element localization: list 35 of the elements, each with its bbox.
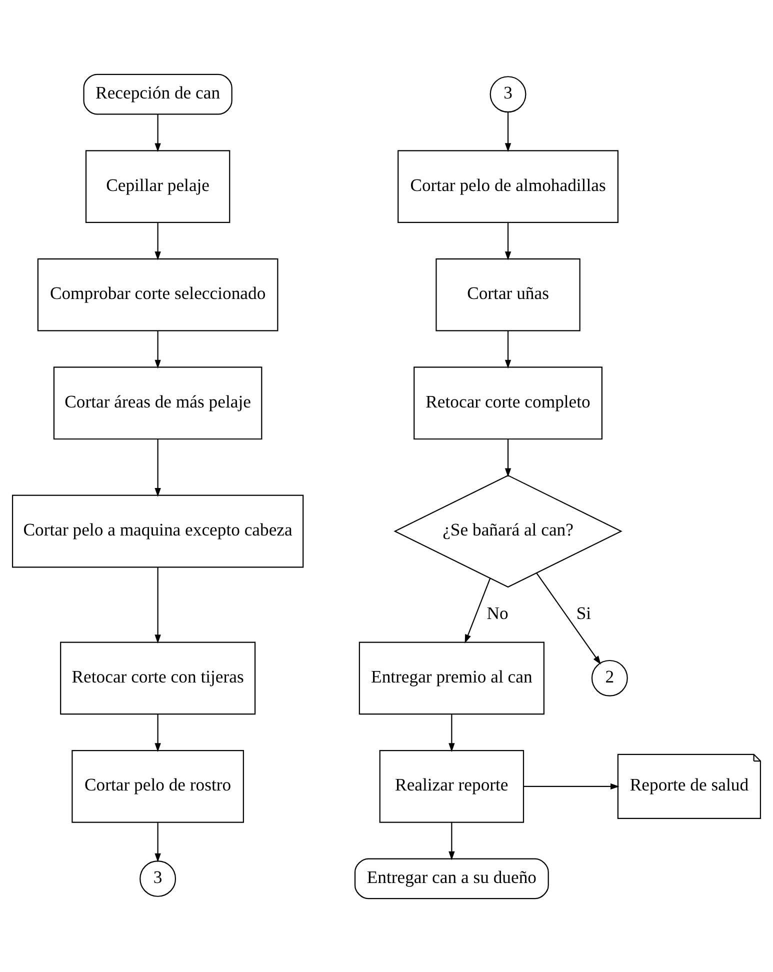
node-box: Cortar pelo de almohadillas <box>398 150 618 223</box>
node-box: Entregar can a su dueño <box>354 858 549 899</box>
arrow <box>448 714 455 752</box>
arrow <box>154 330 161 368</box>
arrow <box>154 714 161 752</box>
node-box: Cortar pelo a maquina excepto cabeza <box>12 494 304 568</box>
node-box: Entregar premio al can <box>358 641 544 714</box>
arrow <box>154 566 161 644</box>
arrow <box>504 438 512 477</box>
node-circle: 3 <box>140 860 176 896</box>
arrow <box>464 578 491 643</box>
node-box: Recepción de can <box>83 73 232 114</box>
edge-label: Si <box>576 602 592 622</box>
node-box: Cortar áreas de más pelaje <box>53 366 262 440</box>
arrow <box>154 222 161 260</box>
node-circle: 2 <box>591 659 628 696</box>
node-box: Realizar reporte <box>379 749 524 822</box>
arrow <box>154 438 161 496</box>
arrow <box>504 222 512 260</box>
node-circle: 3 <box>490 76 526 112</box>
arrow <box>154 114 161 152</box>
arrow <box>524 782 620 790</box>
node-box: Cortar pelo de rostro <box>72 749 244 822</box>
node-box: Cepillar pelaje <box>85 150 230 223</box>
arrow <box>504 112 512 152</box>
arrow <box>448 822 455 860</box>
edge-label: No <box>486 602 508 622</box>
node-box: Comprobar corte seleccionado <box>37 258 278 331</box>
node-diamond: ¿Se bañará al can? <box>394 474 622 588</box>
arrow <box>504 330 512 368</box>
arrow <box>154 822 161 862</box>
node-box: Retocar corte completo <box>414 366 602 440</box>
node-box: Cortar uñas <box>436 258 580 331</box>
arrow <box>536 572 601 664</box>
node-box: Retocar corte con tijeras <box>60 641 256 714</box>
